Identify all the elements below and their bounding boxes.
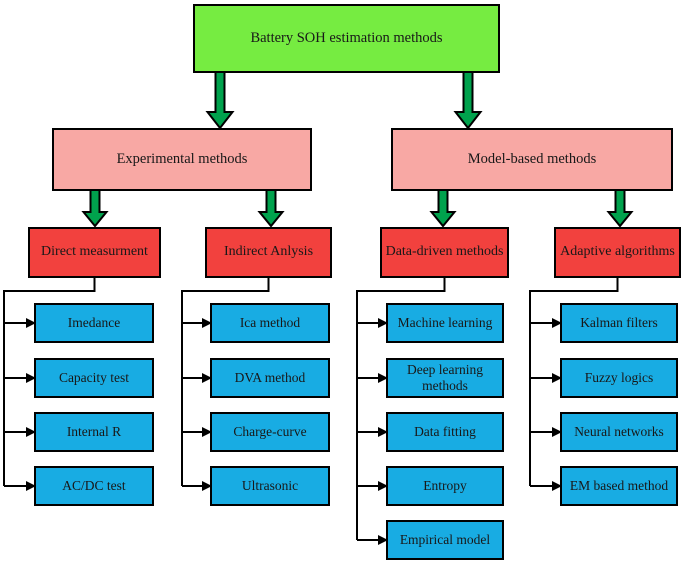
category-adaptive-algorithms: Adaptive algorithms (554, 227, 681, 278)
leaf-kalman-filters: Kalman filters (560, 303, 678, 343)
leaf-empirical-model: Empirical model (386, 520, 504, 560)
leaf-ultrasonic: Ultrasonic (210, 466, 330, 506)
leaf-neural-networks: Neural networks (560, 412, 678, 452)
leaf-fuzzy-logics: Fuzzy logics (560, 358, 678, 398)
leaf-dva-method: DVA method (210, 358, 330, 398)
category-direct-measurement: Direct measurment (28, 227, 161, 278)
leaf-deep-learning-methods: Deep learning methods (386, 358, 504, 398)
leaf-data-fitting: Data fitting (386, 412, 504, 452)
leaf-imedance: Imedance (34, 303, 154, 343)
category-data-driven-methods: Data-driven methods (380, 227, 509, 278)
leaf-ac-dc-test: AC/DC test (34, 466, 154, 506)
category-indirect-analysis: Indirect Anlysis (205, 227, 332, 278)
leaf-ica-method: Ica method (210, 303, 330, 343)
root-node: Battery SOH estimation methods (193, 4, 500, 73)
branch-model-based-methods: Model-based methods (391, 128, 673, 191)
branch-experimental-methods: Experimental methods (52, 128, 312, 191)
leaf-internal-r: Internal R (34, 412, 154, 452)
leaf-entropy: Entropy (386, 466, 504, 506)
leaf-machine-learning: Machine learning (386, 303, 504, 343)
leaf-em-based-method: EM based method (560, 466, 678, 506)
leaf-charge-curve: Charge-curve (210, 412, 330, 452)
leaf-capacity-test: Capacity test (34, 358, 154, 398)
